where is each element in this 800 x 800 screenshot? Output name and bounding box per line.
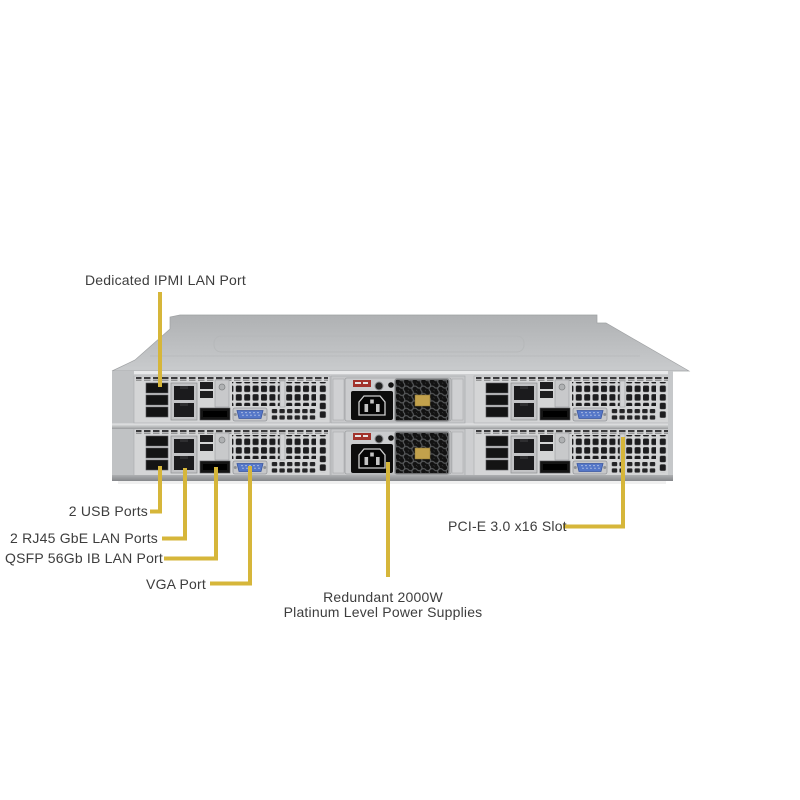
label-rj45-lan-ports: 2 RJ45 GbE LAN Ports [10,530,158,546]
callout-line-vga [210,466,252,586]
chassis-lid [111,314,691,372]
label-vga-port: VGA Port [146,576,206,592]
right-trim [668,371,673,481]
callout-line-usb [150,466,162,514]
power-supply-bottom [330,428,466,477]
label-power-supplies-line1: Redundant 2000W [323,589,443,605]
label-ipmi-lan-port: Dedicated IPMI LAN Port [85,272,246,288]
callout-lines [150,292,625,586]
node-top-right [473,375,671,424]
bottom-lip [112,475,673,481]
label-qsfp-lan-port: QSFP 56Gb IB LAN Port [5,550,164,566]
callout-line-rj45 [162,468,187,541]
node-top-left [133,375,331,424]
chassis-shadow [118,481,666,484]
lid-recess [213,335,525,353]
label-usb-ports: 2 USB Ports [68,503,148,519]
label-pcie-slot: PCI-E 3.0 x16 Slot [448,518,567,534]
node-bottom-right [473,428,671,477]
power-supply-top [330,375,466,424]
node-bottom-left [133,428,331,477]
server-chassis [111,314,691,484]
callout-line-qsfp [164,467,218,561]
label-power-supplies: Redundant 2000W Platinum Level Power Sup… [263,590,503,620]
callout-line-pcie [563,437,625,529]
label-power-supplies-line2: Platinum Level Power Supplies [283,604,483,620]
row-divider [112,423,673,429]
